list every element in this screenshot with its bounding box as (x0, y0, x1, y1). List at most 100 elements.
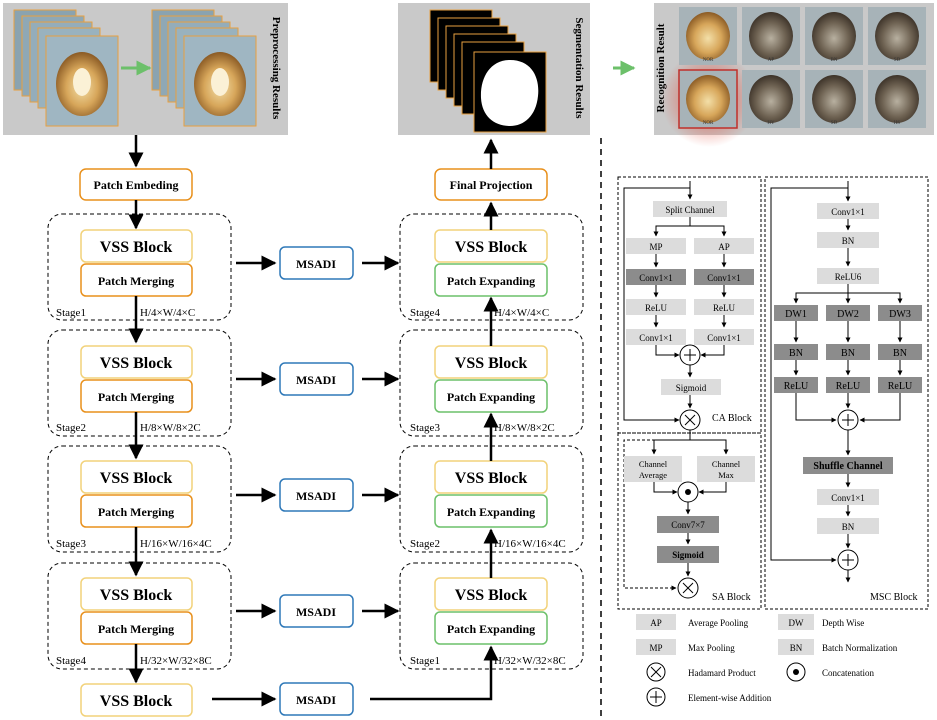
svg-text:Conv1×1: Conv1×1 (707, 333, 741, 343)
svg-text:BN: BN (842, 522, 855, 532)
patch-embedding: Patch Embeding (79, 168, 193, 201)
svg-text:MP: MP (649, 242, 662, 252)
legend-ap-text: Average Pooling (688, 618, 749, 628)
recognition-tile: AP (742, 7, 800, 65)
svg-text:BN: BN (893, 348, 907, 359)
svg-text:Channel: Channel (639, 459, 668, 469)
svg-text:BN: BN (789, 348, 803, 359)
svg-text:DW1: DW1 (785, 309, 807, 320)
svg-text:Conv1×1: Conv1×1 (831, 493, 865, 503)
recognition-tile: HS (868, 70, 926, 128)
stage-label: Stage3 (410, 422, 440, 434)
encoder-stage-3: VSS Block Patch Merging Stage3 H/16×W/16… (47, 445, 232, 553)
legend-mp-key: MP (649, 643, 662, 653)
msc-block-label: MSC Block (870, 592, 918, 603)
svg-text:ReLU: ReLU (784, 381, 809, 392)
svg-text:MSADI: MSADI (296, 373, 336, 387)
svg-text:Patch Expanding: Patch Expanding (447, 274, 535, 288)
svg-text:MSADI: MSADI (296, 605, 336, 619)
svg-text:VSS Block: VSS Block (455, 470, 528, 487)
svg-text:DW2: DW2 (837, 309, 859, 320)
msadi-4: MSADI (279, 594, 354, 628)
svg-text:VSS Block: VSS Block (100, 587, 173, 604)
svg-text:Patch Merging: Patch Merging (98, 390, 174, 404)
recognition-tile: SD (868, 7, 926, 65)
decoder-stage-4: VSS Block Patch Expanding Stage4 H/4×W/4… (399, 213, 584, 321)
stage-label: Stage1 (410, 655, 440, 667)
svg-text:ReLU: ReLU (888, 381, 913, 392)
stage-label: Stage3 (56, 538, 86, 550)
svg-text:Conv7×7: Conv7×7 (671, 520, 705, 530)
svg-text:Conv1×1: Conv1×1 (639, 333, 673, 343)
legend-bn-key: BN (790, 643, 803, 653)
svg-text:Patch Expanding: Patch Expanding (447, 390, 535, 404)
patch-expanding (434, 611, 548, 645)
recognition-tile-label: SD (831, 121, 838, 126)
msadi-2: MSADI (279, 362, 354, 396)
svg-text:Final Projection: Final Projection (450, 178, 533, 192)
stage-label: Stage1 (56, 307, 86, 319)
sa-block-label: SA Block (712, 592, 751, 603)
svg-text:Patch Merging: Patch Merging (98, 505, 174, 519)
svg-text:Conv1×1: Conv1×1 (707, 273, 741, 283)
svg-text:VSS Block: VSS Block (100, 470, 173, 487)
encoder-stage-1: VSS Block Patch Merging Stage1 H/4×W/4×C (47, 213, 232, 321)
svg-text:Split Channel: Split Channel (665, 205, 715, 215)
dim-label: H/4×W/4×C (494, 307, 549, 319)
recognition-tile: NOR (678, 69, 738, 129)
vss-block (80, 345, 193, 379)
stage-label: Stage4 (56, 655, 86, 667)
legend-ap-key: AP (650, 618, 662, 628)
msadi-3: MSADI (279, 478, 354, 512)
dim-label: H/32×W/32×8C (140, 655, 212, 667)
svg-text:MSADI: MSADI (296, 489, 336, 503)
svg-text:VSS Block: VSS Block (455, 587, 528, 604)
recognition-tile-label: NOR (703, 58, 714, 63)
preprocessing-panel: Preprocessing Results (3, 3, 288, 135)
recognition-tile-label: BN (831, 58, 838, 63)
vss-block (80, 577, 193, 611)
svg-text:VSS Block: VSS Block (100, 355, 173, 372)
recognition-tile: BN (805, 7, 863, 65)
stage-label: Stage2 (56, 422, 86, 434)
msadi-1: MSADI (279, 246, 354, 280)
recognition-tile: NOR (679, 7, 737, 65)
segmentation-panel: Segmentation Results (398, 3, 590, 135)
patch-expanding (434, 263, 548, 297)
svg-text:Shuffle Channel: Shuffle Channel (813, 461, 882, 472)
encoder-stage-2: VSS Block Patch Merging Stage2 H/8×W/8×2… (47, 329, 232, 437)
ca-block: Split Channel MP AP Conv1×1 Conv1×1 ReLU… (617, 176, 762, 434)
dim-label: H/16×W/16×4C (494, 538, 566, 550)
vss-block (80, 229, 193, 263)
svg-text:AP: AP (718, 242, 730, 252)
preprocessed-image-stack (151, 9, 257, 127)
svg-text:Patch Merging: Patch Merging (98, 622, 174, 636)
preprocessing-results-label: Preprocessing Results (270, 17, 282, 120)
stage-label: Stage4 (410, 307, 440, 319)
dim-label: H/16×W/16×4C (140, 538, 212, 550)
bottom-vss-block: VSS Block (80, 683, 193, 717)
svg-text:Channel: Channel (712, 459, 741, 469)
stage-label: Stage2 (410, 538, 440, 550)
legend-add-text: Element-wise Addition (688, 693, 772, 703)
raw-image-stack (13, 9, 119, 127)
legend-dw-text: Depth Wise (822, 618, 864, 628)
svg-text:MSADI: MSADI (296, 693, 336, 707)
recognition-tile-label: HY (767, 121, 775, 126)
svg-text:Patch Embeding: Patch Embeding (93, 178, 178, 192)
msadi-5: MSADI (279, 682, 354, 716)
svg-text:Patch Expanding: Patch Expanding (447, 622, 535, 636)
legend-bn-text: Batch Normalization (822, 643, 898, 653)
legend-hadamard-text: Hadamard Product (688, 668, 756, 678)
legend: AP Average Pooling DW Depth Wise MP Max … (636, 614, 898, 707)
vss-block (80, 460, 193, 494)
encoder-stage-4: VSS Block Patch Merging Stage4 H/32×W/32… (47, 562, 232, 670)
legend-mp-text: Max Pooling (688, 643, 735, 653)
svg-text:VSS Block: VSS Block (455, 355, 528, 372)
svg-text:BN: BN (841, 348, 855, 359)
svg-text:VSS Block: VSS Block (100, 239, 173, 256)
msc-block: Conv1×1 BN ReLU6 DW1 DW2 DW3 BN BN BN Re… (764, 176, 929, 610)
